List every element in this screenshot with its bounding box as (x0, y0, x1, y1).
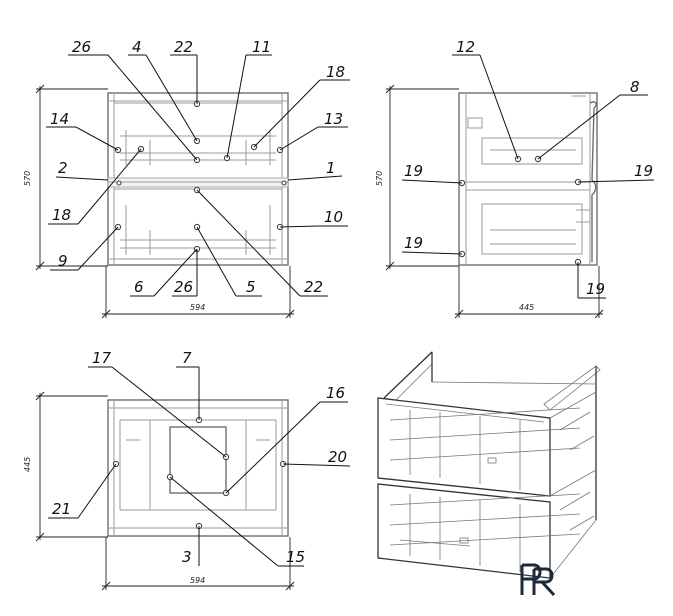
callout-label: 1 (326, 159, 336, 177)
callout-label: 6 (134, 278, 144, 296)
top-width-dim: 594 (190, 576, 205, 585)
top-view: 445 594 17 7 16 20 21 3 15 (23, 349, 351, 591)
callout-label: 4 (132, 38, 142, 56)
front-view: 570 594 26 4 22 11 18 14 13 2 1 18 (23, 38, 350, 319)
callout-label: 3 (182, 548, 192, 566)
callout-label: 20 (328, 448, 347, 466)
front-width-dim: 594 (190, 303, 205, 312)
callout-label: 26 (174, 278, 193, 296)
callout-label: 2 (58, 159, 68, 177)
callout-label: 9 (58, 252, 68, 270)
callout-label: 21 (52, 500, 71, 518)
callout-label: 17 (92, 349, 112, 367)
callout-label: 14 (50, 110, 69, 128)
side-height-dim: 570 (375, 171, 384, 186)
callout-label: 16 (326, 384, 345, 402)
callout-label: 22 (304, 278, 323, 296)
brand-logo (520, 563, 556, 597)
callout-label: 19 (586, 280, 605, 298)
top-depth-dim: 445 (23, 457, 32, 472)
callout-label: 5 (246, 278, 256, 296)
callout-label: 15 (286, 548, 305, 566)
callout-label: 10 (324, 208, 343, 226)
callout-label: 7 (182, 349, 192, 367)
callout-label: 13 (324, 110, 343, 128)
side-depth-dim: 445 (519, 303, 534, 312)
callout-label: 22 (174, 38, 193, 56)
callout-label: 19 (634, 162, 653, 180)
callout-label: 12 (456, 38, 475, 56)
callout-label: 19 (404, 162, 423, 180)
isometric-view (377, 351, 601, 579)
callout-label: 26 (72, 38, 91, 56)
side-view: 570 445 12 8 19 19 19 19 (375, 38, 655, 319)
callout-label: 11 (252, 38, 271, 56)
callout-label: 18 (326, 63, 345, 81)
front-height-dim: 570 (23, 171, 32, 186)
callout-label: 18 (52, 206, 71, 224)
callout-label: 19 (404, 234, 423, 252)
callout-label: 8 (630, 78, 640, 96)
